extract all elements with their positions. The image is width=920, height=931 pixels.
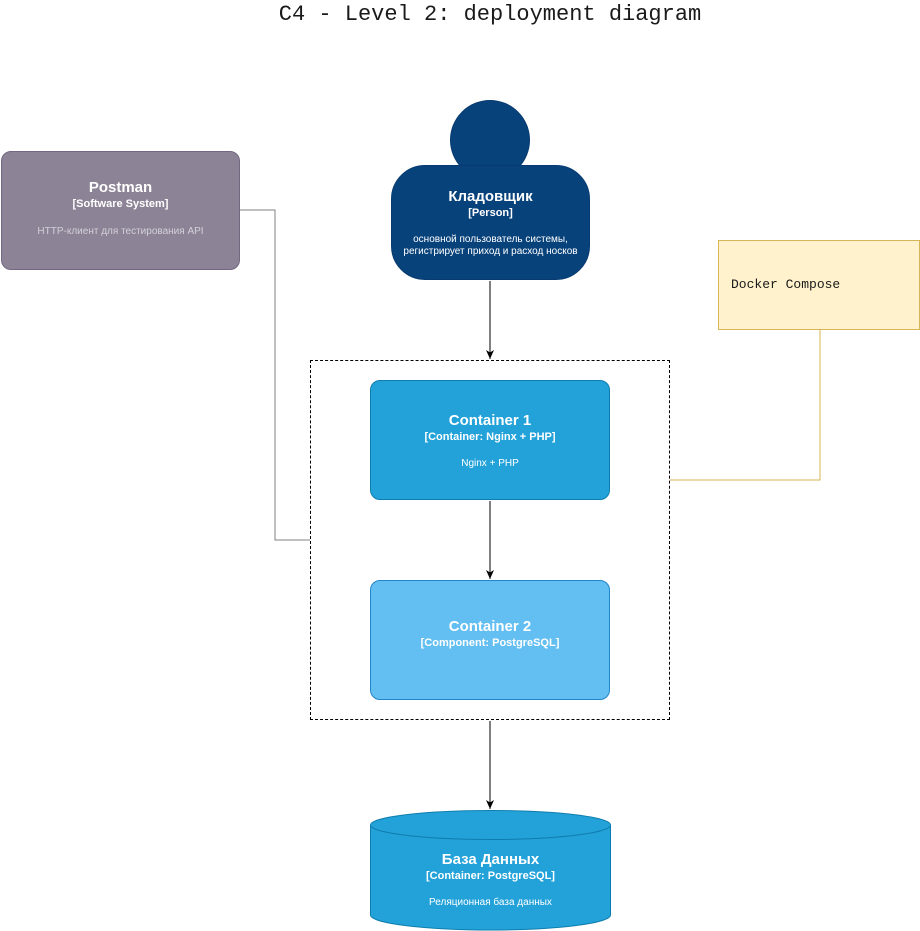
database-type: [Container: PostgreSQL] xyxy=(426,870,555,882)
postman-type: [Software System] xyxy=(72,198,169,210)
note-to-boundary-connector xyxy=(670,330,821,481)
container-2-type: [Component: PostgreSQL] xyxy=(420,637,560,649)
postman-name: Postman xyxy=(88,179,153,196)
person-description: основной пользователь системы, регистрир… xyxy=(392,234,589,258)
diagram-title: C4 - Level 2: deployment diagram xyxy=(278,2,702,27)
container-2-name: Container 2 xyxy=(448,618,532,635)
database-label: База Данных [Container: PostgreSQL] Реля… xyxy=(370,851,611,909)
person-description-line-2: регистрирует приход и расход носков xyxy=(403,246,578,257)
database-description: Реляционная база данных xyxy=(429,897,552,908)
postman-to-boundary-connector xyxy=(240,209,310,541)
docker-compose-note[interactable]: Docker Compose xyxy=(718,240,920,330)
person-description-line-1: основной пользователь системы, xyxy=(413,234,568,245)
container-1-type: [Container: Nginx + PHP] xyxy=(424,431,556,443)
person-name: Кладовщик xyxy=(448,188,533,205)
database-node[interactable]: База Данных [Container: PostgreSQL] Реля… xyxy=(370,810,611,931)
postman-description: HTTP-клиент для тестирования API xyxy=(37,226,204,237)
database-cylinder-icon xyxy=(370,810,611,931)
note-text: Docker Compose xyxy=(731,277,841,292)
container-1-name: Container 1 xyxy=(448,412,532,429)
postman-system-node[interactable]: Postman [Software System] HTTP-клиент дл… xyxy=(1,151,240,270)
person-type: [Person] xyxy=(468,207,513,219)
database-name: База Данных xyxy=(441,851,540,868)
docker-compose-boundary[interactable] xyxy=(310,360,670,720)
container-2-node[interactable]: Container 2 [Component: PostgreSQL] xyxy=(370,580,610,700)
person-node[interactable]: Кладовщик [Person] основной пользователь… xyxy=(391,165,590,280)
container-1-description: Nginx + PHP xyxy=(461,458,519,469)
container-1-node[interactable]: Container 1 [Container: Nginx + PHP] Ngi… xyxy=(370,380,610,500)
